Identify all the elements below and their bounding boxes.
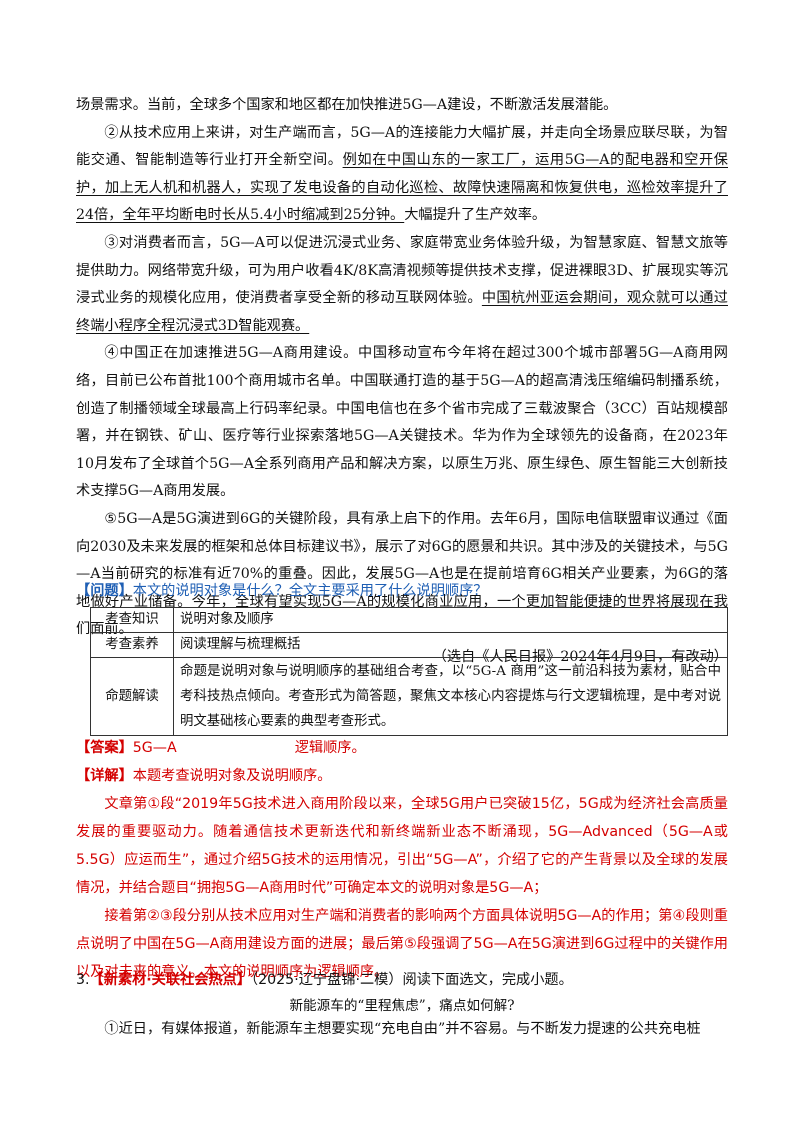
paragraph-3: ③对消费者而言，5G—A可以促进沉浸式业务、家庭带宽业务体验升级，为智慧家庭、智…: [76, 234, 728, 334]
table-value: 命题是说明对象与说明顺序的基础组合考查，以“5G-A 商用”这一前沿科技为素材，…: [173, 657, 728, 736]
answer-line: 【答案】5G—A 逻辑顺序。: [76, 734, 728, 762]
detail-line: 【详解】本题考查说明对象及说明顺序。: [76, 762, 728, 790]
underlined-example: 例如在中国山东的一家工厂，运用5G—A的配电器和空开保护，加上无人机和机器人，实…: [76, 152, 728, 224]
table-key: 考查知识: [90, 607, 174, 633]
detail-paragraph-2: 接着第②③段分别从技术应用对生产端和消费者的影响两个方面具体说明5G—A的作用；…: [76, 908, 728, 980]
question-3-header: 3.【新素材·关联社会热点】（2025·辽宁盘锦·二模）阅读下面选文，完成小题。: [76, 966, 728, 994]
table-row: 命题解读 命题是说明对象与说明顺序的基础组合考查，以“5G-A 商用”这一前沿科…: [90, 657, 728, 736]
detail-tag: 【详解】: [76, 768, 133, 784]
paragraph-4: ④中国正在加速推进5G—A商用建设。中国移动宣布今年将在超过300个城市部署5G…: [76, 345, 728, 500]
knowledge-table: 考查知识 说明对象及顺序 考查素养 阅读理解与梳理概括 命题解读 命题是说明对象…: [90, 607, 728, 736]
detail-paragraph-1: 文章第①段“2019年5G技术进入商用阶段以来，全球5G用户已突破15亿，5G成…: [76, 796, 728, 896]
question-text: 本文的说明对象是什么？全文主要采用了什么说明顺序？: [132, 583, 488, 599]
answer-object: 5G—A: [132, 740, 177, 756]
passage-body: ①近日，有媒体报道，新能源车主想要实现“充电自由”并不容易。与不断发力提速的公共…: [76, 1016, 728, 1044]
table-value: 阅读理解与梳理概括: [173, 632, 728, 658]
answer-tag: 【答案】: [76, 740, 133, 756]
table-row: 考查知识 说明对象及顺序: [90, 607, 728, 633]
question-tag: 【问题】: [76, 583, 133, 599]
paragraph-2: ②从技术应用上来讲，对生产端而言，5G—A的连接能力大幅扩展，并走向全场景应联尽…: [76, 124, 728, 224]
answer-order: 逻辑顺序。: [294, 740, 366, 756]
table-key: 考查素养: [90, 632, 174, 658]
question-3-source: （2025·辽宁盘锦·二模）阅读下面选文，完成小题。: [251, 972, 573, 988]
paragraph-intro-tail: 场景需求。当前，全球多个国家和地区都在加快推进5G—A建设，不断激活发展潜能。: [76, 97, 618, 113]
table-value: 说明对象及顺序: [173, 607, 728, 633]
passage-title: 新能源车的“里程焦虑”，痛点如何解?: [289, 998, 515, 1014]
answer-section: 【答案】5G—A 逻辑顺序。 【详解】本题考查说明对象及说明顺序。 文章第①段“2…: [76, 734, 728, 986]
question-3-tag: 【新素材·关联社会热点】: [89, 972, 251, 988]
underlined-example: 中国杭州亚运会期间，观众就可以通过终端小程序全程沉浸式3D智能观赛。: [76, 290, 728, 334]
passage-paragraph-1: ①近日，有媒体报道，新能源车主想要实现“充电自由”并不容易。与不断发力提速的公共…: [104, 1021, 701, 1037]
question-number: 3.: [76, 972, 90, 988]
table-row: 考查素养 阅读理解与梳理概括: [90, 632, 728, 658]
question-line: 【问题】本文的说明对象是什么？全文主要采用了什么说明顺序？: [76, 580, 728, 602]
table-key: 命题解读: [90, 657, 174, 736]
detail-lead: 本题考查说明对象及说明顺序。: [132, 768, 332, 784]
